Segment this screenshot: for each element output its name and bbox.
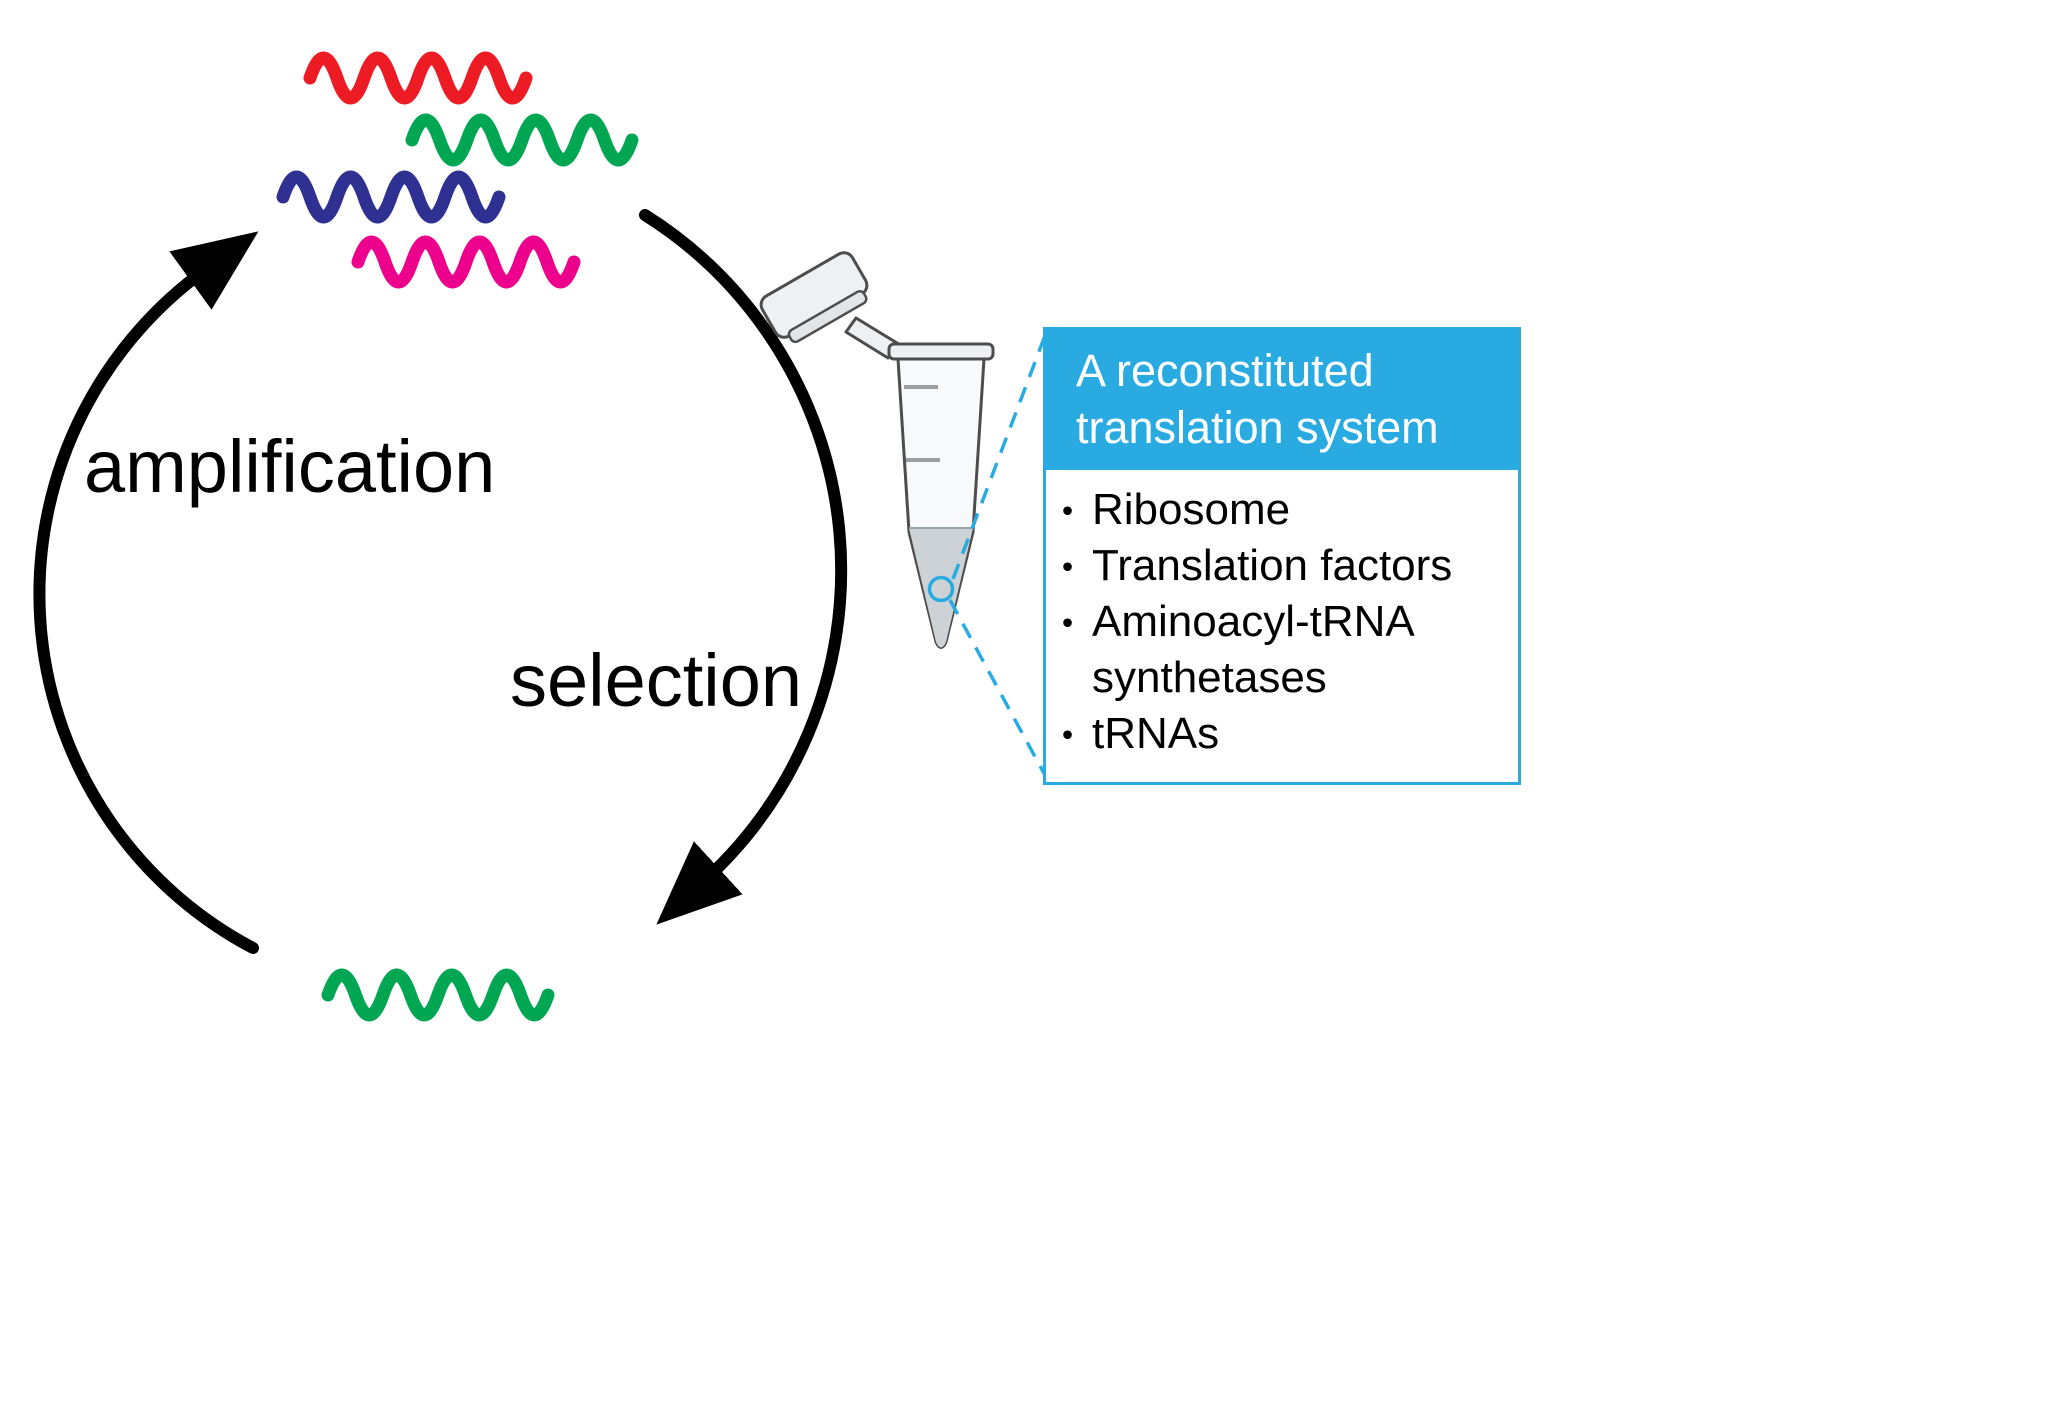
- amplification-label: amplification: [84, 425, 496, 508]
- selected-strand-green-squiggle: [321, 968, 555, 1022]
- callout-connector-lines: [948, 332, 1048, 778]
- sample-molecule-circle: [927, 575, 955, 603]
- callout-item-trnas: tRNAs: [1046, 706, 1512, 762]
- tube-cap-plug: [787, 290, 868, 344]
- callout-title: A reconstituted translation system: [1046, 330, 1518, 470]
- callout-connector-upper: [951, 332, 1048, 580]
- callout-item-list: Ribosome Translation factors Aminoacyl-t…: [1046, 470, 1518, 762]
- callout-connector-lower: [948, 599, 1048, 778]
- strand-green-squiggle: [405, 113, 639, 167]
- tube-liquid: [909, 528, 973, 648]
- strand-blue-squiggle: [276, 170, 506, 224]
- tube-rim: [887, 342, 995, 361]
- callout-item-translation-factors: Translation factors: [1046, 538, 1512, 594]
- strand-red-squiggle: [303, 51, 533, 105]
- callout-item-aminoacyl-trna-synthetases: Aminoacyl-tRNA synthetases: [1046, 594, 1512, 706]
- translation-system-callout: A reconstituted translation system Ribos…: [1043, 327, 1521, 785]
- callout-item-ribosome: Ribosome: [1046, 482, 1512, 538]
- library-strands: [276, 51, 639, 289]
- strand-magenta-squiggle: [351, 235, 581, 289]
- selection-arrow: [639, 209, 848, 925]
- amplification-arrow: [33, 231, 259, 954]
- selection-label: selection: [510, 639, 803, 722]
- microcentrifuge-tube: [759, 251, 995, 649]
